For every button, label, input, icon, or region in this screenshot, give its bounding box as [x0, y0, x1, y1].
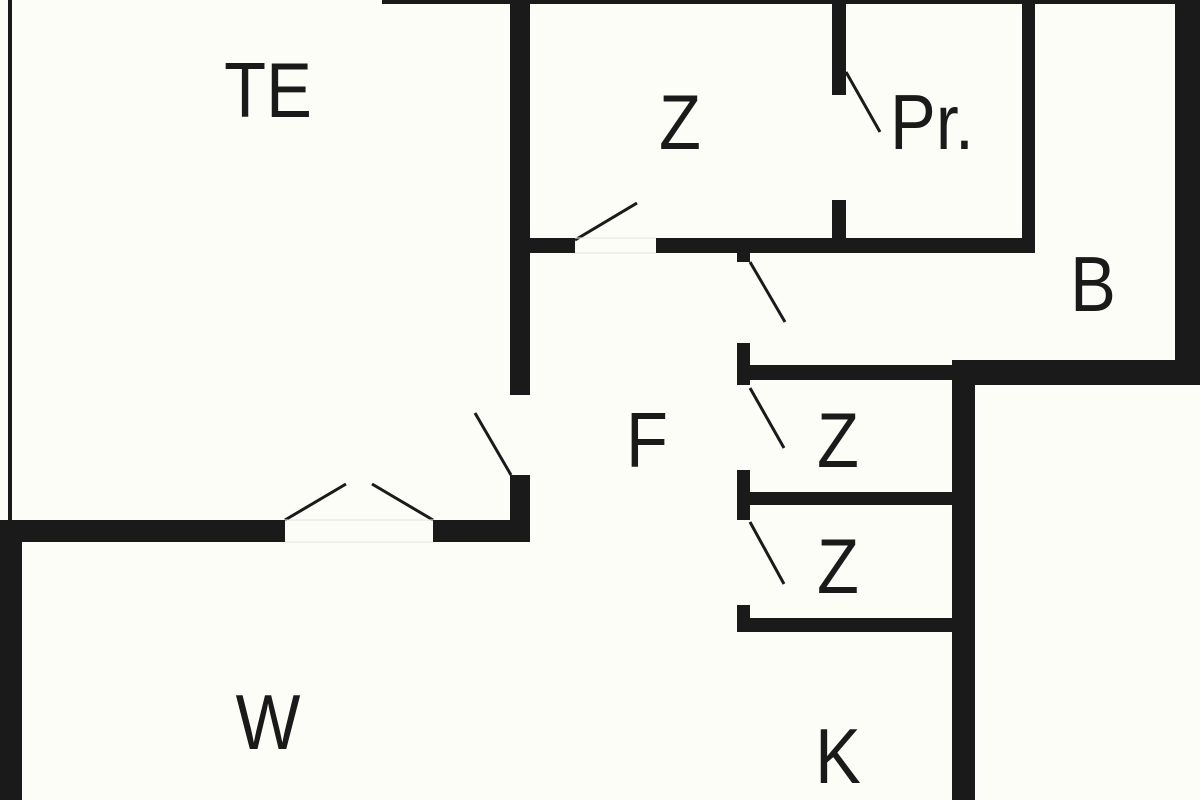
wall-z-low-bottom — [737, 618, 955, 632]
wall-top — [382, 0, 1200, 4]
wall-left-outer — [0, 520, 22, 800]
wall-z-pr-lower — [832, 200, 846, 240]
room-label-z-mid: Z — [817, 396, 859, 484]
wall-z-pr-upper — [832, 0, 846, 95]
wall-te-bottom-left — [0, 520, 285, 542]
door-swing-z-top — [574, 201, 638, 242]
wall-f-right-1 — [737, 253, 750, 262]
wall-f-right-2 — [737, 343, 750, 385]
wall-pr-right — [1022, 0, 1035, 253]
room-label-te: TE — [224, 46, 312, 134]
wall-b-bottom — [955, 360, 1200, 385]
door-swing-z-mid — [748, 387, 786, 449]
door-swing-pr — [844, 71, 882, 133]
room-label-z-top: Z — [659, 78, 701, 166]
wall-z-bottom-left — [530, 238, 575, 253]
door-swing-te — [473, 412, 513, 476]
wall-te-bottom-right — [433, 520, 530, 542]
room-label-w: W — [235, 678, 301, 766]
wall-z-bottom-right — [656, 238, 1035, 253]
wall-f-right-3 — [737, 470, 750, 520]
wall-b-z-divider — [737, 365, 955, 380]
room-label-k: K — [815, 712, 861, 800]
room-label-f: F — [626, 396, 668, 484]
door-swing-w-right — [371, 482, 434, 522]
wall-z-mid-bottom — [750, 492, 955, 505]
door-swing-w-left — [284, 482, 347, 522]
wall-left-thin — [8, 0, 12, 522]
door-swing-z-low — [748, 521, 786, 585]
room-label-z-low: Z — [817, 522, 859, 610]
wall-right-outer — [1175, 0, 1200, 385]
door-swing-b — [748, 261, 787, 323]
wall-k-right — [952, 360, 975, 800]
wall-te-right-upper — [510, 0, 530, 395]
room-label-pr: Pr. — [890, 78, 974, 166]
room-label-b: B — [1070, 240, 1116, 328]
